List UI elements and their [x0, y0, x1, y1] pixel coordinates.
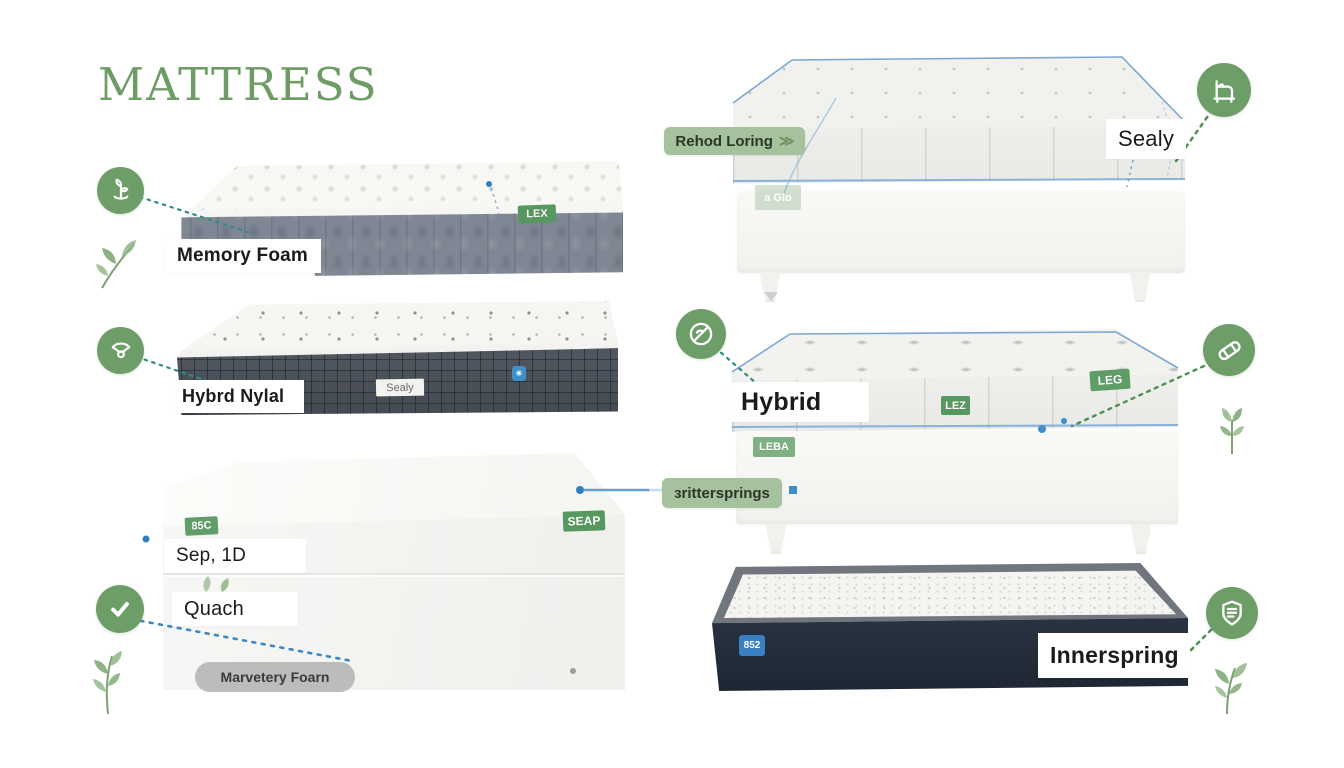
sealy-label: Sealy: [1106, 119, 1186, 159]
innerspring-mattress: 852: [712, 563, 1188, 691]
memory-foam-label: Memory Foam: [165, 239, 321, 273]
hybrid-top-tag: LEG: [1089, 368, 1131, 392]
hybrid-mid-tag: LEZ: [941, 396, 970, 415]
memory-foam-corner-tag: LEX: [517, 204, 557, 224]
sealy-base-tag: a Glo: [755, 185, 801, 210]
hybrid-label: Hybrid: [729, 382, 869, 422]
mattress-icon: [1203, 324, 1255, 376]
page-title: MATTRESS: [98, 58, 379, 111]
sealy-foundation-leg: [1129, 272, 1151, 302]
leaf-sprig: [203, 576, 229, 592]
hybrid-badge-button[interactable]: ɜrittersprings: [662, 478, 782, 508]
foam-block-mattress: 85C SEAP: [163, 453, 625, 690]
sealy-badge-button[interactable]: Rehod Loring ≫: [664, 127, 805, 155]
foam-block-top: [163, 453, 625, 527]
sealy-foundation-leg: [759, 272, 781, 302]
hybrid-foundation: [736, 431, 1178, 524]
sealy-foundation: [737, 191, 1185, 273]
hybrid-base-tag: LEBA: [753, 437, 795, 457]
foam-block-pill: Marvetery Foarn: [195, 662, 355, 692]
leaf-decoration: [96, 240, 136, 289]
memory-foam-mattress: LEX: [163, 160, 623, 282]
no-allergen-icon: [676, 309, 726, 359]
foam-block-tag-left: 85C: [184, 516, 219, 536]
leaf-decoration: [93, 651, 122, 715]
foam-block-seam: [163, 572, 625, 575]
bed-icon: [1197, 63, 1251, 117]
sealy-badge-label: Rehod Loring: [675, 132, 773, 150]
sprout-icon: [97, 167, 144, 214]
foam-block-seam-hilite: [163, 575, 625, 578]
shield-coil-icon: [1206, 587, 1258, 639]
innerspring-chip: 852: [739, 635, 765, 656]
foam-block-label-upper: Sep, 1D: [164, 539, 306, 573]
innerspring-label: Innerspring: [1038, 633, 1190, 678]
memory-foam-top: [190, 161, 623, 211]
gray-pointer-artifact: [764, 292, 778, 301]
pillow-top-chip: ✳: [512, 366, 526, 381]
pillow-top-label: Hybrd Nylal: [170, 380, 304, 413]
hybrid-foundation-leg: [1130, 524, 1152, 554]
leaf-decoration: [1215, 663, 1247, 715]
pillow-top-top: [181, 301, 618, 351]
hanging-fabric-icon: [97, 327, 144, 374]
leaf-decoration: [1220, 408, 1244, 455]
foam-block-tag-right: SEAP: [562, 510, 606, 532]
foam-block-label-lower: Quach: [172, 592, 298, 626]
chevron-right-icon: ≫: [778, 133, 795, 150]
hybrid-badge-label: ɜrittersprings: [674, 484, 770, 502]
pillow-top-side-tag: Sealy: [375, 378, 425, 397]
blue-marker: [789, 486, 797, 494]
hybrid-foundation-leg: [765, 524, 787, 554]
innerspring-top: [723, 570, 1177, 619]
check-icon: [96, 585, 144, 633]
